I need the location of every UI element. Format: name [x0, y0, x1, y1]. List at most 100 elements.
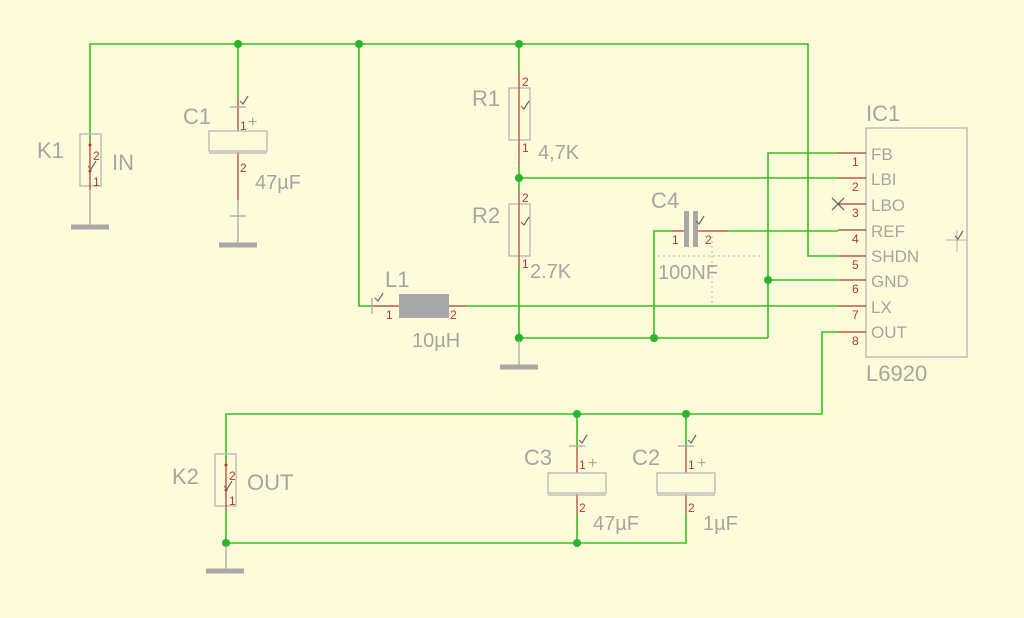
wire-fb [767, 152, 838, 338]
r1-value: 4,7K [538, 142, 580, 164]
l1-pin1-num: 1 [386, 308, 393, 322]
ic1-pin1-name: FB [871, 145, 893, 164]
r2-check-icon [520, 216, 530, 226]
c4-ref: C4 [651, 188, 679, 213]
k1-pin1-dot [88, 169, 92, 173]
c3-pin1-num: 1 [579, 458, 586, 472]
c2-value: 1µF [703, 513, 738, 535]
k2-pin2-num: 2 [229, 469, 236, 483]
junction-r2-gnd-inner [517, 336, 521, 340]
ic1-body [865, 127, 968, 358]
ic1-pin4-num: 4 [852, 232, 859, 246]
c4-check-icon [695, 215, 705, 225]
c2-pin1-num: 1 [688, 458, 695, 472]
c1-polarity: + [248, 114, 257, 131]
c1-pin1-num: 1 [240, 119, 247, 133]
l1-check-icon [374, 292, 384, 302]
junctions [222, 40, 772, 547]
c4-plate-right [693, 211, 698, 247]
c3-plate-top [547, 472, 607, 494]
l1-body [399, 294, 449, 318]
ic1-pin7-num: 7 [852, 308, 859, 322]
l1-value: 10µH [412, 330, 460, 352]
ic1-pin5-name: SHDN [871, 247, 919, 266]
k2-ref: K2 [172, 464, 199, 489]
c4-plate-left [684, 211, 689, 247]
r2-value: 2.7K [530, 261, 572, 283]
c2-ref: C2 [632, 445, 660, 470]
c4-pin2-num: 2 [705, 233, 712, 247]
ground-symbols [71, 190, 538, 574]
c2-check-icon [687, 434, 697, 444]
ic1-pin6-num: 6 [852, 282, 859, 296]
ic1-part: L6920 [866, 361, 927, 386]
r1-pin2-num: 2 [522, 75, 529, 89]
k1-check-icon [87, 160, 97, 170]
r1-check-icon [520, 100, 530, 110]
ic1-pin8-name: OUT [871, 323, 907, 342]
l1-ref: L1 [385, 267, 409, 292]
c4-pin1-num: 1 [672, 233, 679, 247]
wires [89, 43, 838, 544]
capacitor-c3[interactable]: C3 47µF 1 2 + [524, 434, 639, 535]
wire-top-rail [89, 43, 838, 257]
ic1-ref: IC1 [866, 101, 900, 126]
c3-ref: C3 [524, 445, 552, 470]
capacitor-c4[interactable]: C4 100NF 1 2 [651, 188, 760, 305]
ic1-pin1-num: 1 [852, 155, 859, 169]
junction-bottom-c3 [573, 539, 581, 547]
k2-pin1-num: 1 [229, 494, 236, 508]
c3-check-icon [578, 434, 588, 444]
c3-value: 47µF [593, 513, 639, 535]
r2-pin2-num: 2 [522, 191, 529, 205]
c2-pin2-num: 2 [688, 501, 695, 515]
ic1-check-icon [954, 230, 964, 240]
k1-ref: K1 [37, 138, 64, 163]
ic1-lbo-noconnect-icon [831, 197, 845, 211]
ic1-pin5-num: 5 [852, 258, 859, 272]
junction-gnd-bus-c4 [650, 334, 658, 342]
junction-top-c1 [234, 40, 242, 48]
c2-polarity: + [697, 455, 706, 472]
wire-c4-gnd [653, 230, 672, 338]
c3-pin2-num: 2 [579, 501, 586, 515]
ic1-pin2-num: 2 [852, 180, 859, 194]
ic-ic1[interactable]: IC1 L6920 1 2 3 4 5 6 7 8 FB LBI LBO REF… [831, 101, 968, 386]
k2-label: OUT [247, 470, 293, 495]
c4-value: 100NF [658, 262, 718, 284]
ic1-pin2-name: LBI [871, 170, 897, 189]
inductor-l1[interactable]: L1 10µH 1 2 [371, 267, 466, 352]
ic1-pin4-name: REF [871, 222, 905, 241]
wire-out [225, 331, 838, 460]
connector-k1[interactable]: K1 IN 2 1 [37, 133, 134, 190]
c1-pin2-num: 2 [240, 161, 247, 175]
resistor-r1[interactable]: R1 4,7K 2 1 [472, 72, 580, 166]
resistor-r2[interactable]: R2 2.7K 2 1 [472, 190, 572, 283]
k1-label: IN [112, 150, 134, 175]
k2-pin2-dot [224, 463, 228, 467]
c1-value: 47µF [255, 172, 301, 194]
ic1-pin3-num: 3 [852, 206, 859, 220]
ic1-pin6-name: GND [871, 272, 909, 291]
c1-ref: C1 [183, 104, 211, 129]
junction-top-r1 [515, 40, 523, 48]
r1-ref: R1 [472, 86, 500, 111]
c1-plate-top [208, 130, 268, 152]
connector-k2[interactable]: K2 OUT 2 1 [172, 453, 293, 510]
r1-pin1-num: 1 [522, 141, 529, 155]
capacitor-c2[interactable]: C2 1µF 1 2 + [632, 434, 738, 535]
k1-pin1-num: 1 [93, 175, 100, 189]
wire-l1-in [358, 44, 372, 307]
wire-bottom-gnd [225, 510, 687, 544]
junction-out-c2 [682, 410, 690, 418]
junction-mid-r1r2 [515, 174, 523, 182]
junction-out-c3 [573, 410, 581, 418]
c2-plate-top [656, 472, 716, 494]
junction-gnd-pin [764, 276, 772, 284]
ic1-pin7-name: LX [871, 298, 892, 317]
k1-pin2-num: 2 [93, 149, 100, 163]
capacitor-c1[interactable]: C1 47µF 1 2 + [183, 95, 301, 200]
c3-polarity: + [588, 455, 597, 472]
junction-top-l1 [355, 40, 363, 48]
